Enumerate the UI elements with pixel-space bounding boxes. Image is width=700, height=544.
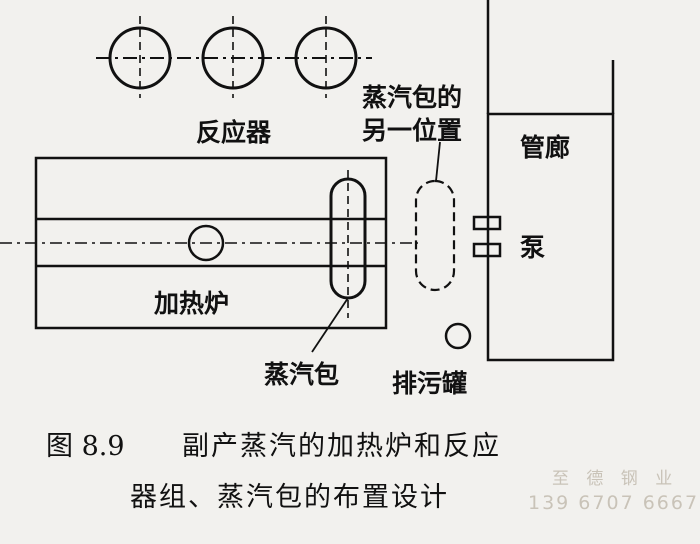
caption-number: 图 8.9 — [46, 431, 125, 462]
pipe-rack-outline — [486, 112, 615, 362]
pump-label: 泵 — [520, 233, 546, 262]
blowdown-tank — [444, 322, 472, 350]
heater-burner — [187, 224, 225, 262]
drum-leader — [311, 297, 349, 353]
alt-drum-leader — [435, 141, 441, 182]
pump-1 — [472, 215, 502, 231]
alt-drum-label-line1: 蒸汽包的 — [362, 83, 463, 112]
blowdown-tank-label: 排污罐 — [392, 369, 468, 398]
caption-line1: 副产蒸汽的加热炉和反应 — [182, 431, 501, 462]
alt-steam-drum — [414, 179, 456, 292]
pump-2 — [472, 242, 502, 258]
caption-line2: 器组、蒸汽包的布置设计 — [130, 482, 449, 513]
watermark-phone: 139 6707 6667 — [528, 492, 700, 514]
alt-drum-label-line2: 另一位置 — [362, 116, 463, 145]
watermark-company: 至 德 钢 业 — [552, 469, 679, 489]
reactor-label: 反应器 — [196, 118, 272, 147]
heater-label: 加热炉 — [154, 289, 230, 318]
steam-drum-label: 蒸汽包 — [264, 360, 340, 389]
pipe-rack-label: 管廊 — [520, 133, 571, 162]
